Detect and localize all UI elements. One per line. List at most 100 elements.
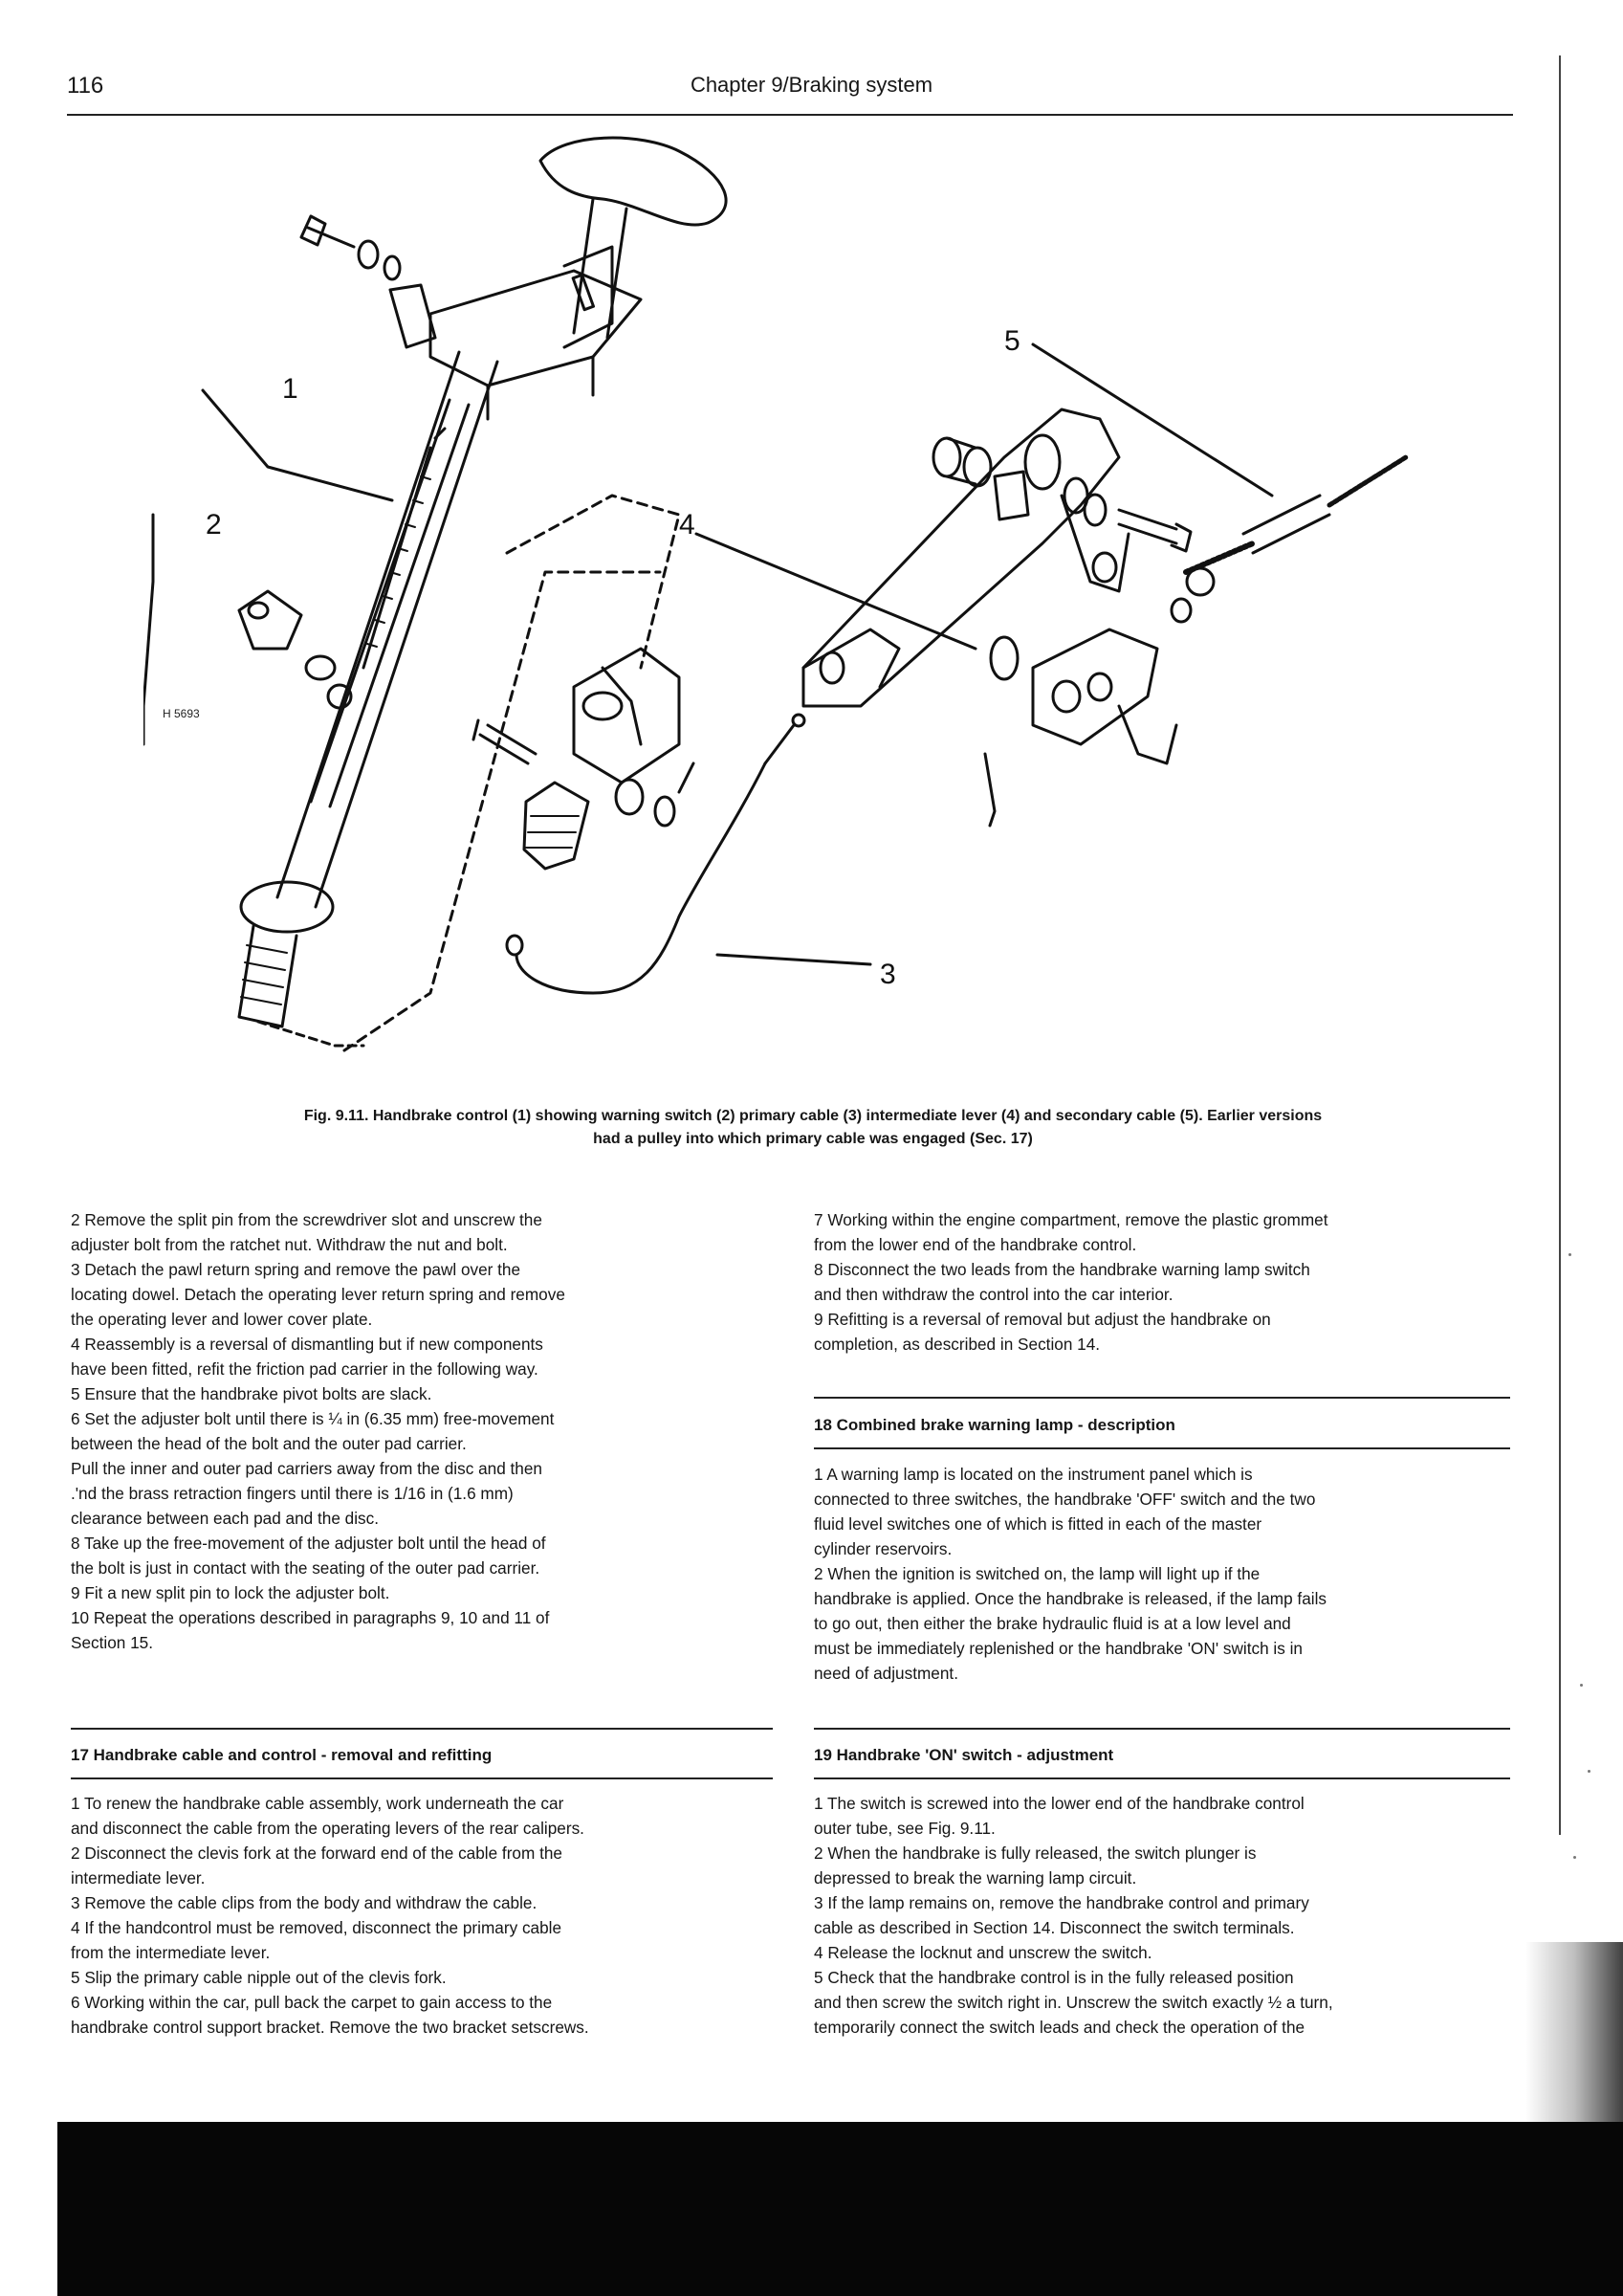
section-19-bottom-rule (814, 1777, 1510, 1779)
section-19-heading: 19 Handbrake 'ON' switch - adjustment (814, 1746, 1114, 1764)
scan-speck (1588, 1770, 1590, 1773)
text-line: handbrake is applied. Once the handbrake… (814, 1589, 1327, 1608)
text-line: 4 If the handcontrol must be removed, di… (71, 1918, 562, 1937)
callout-leader-3 (715, 953, 872, 966)
text-line: and disconnect the cable from the operat… (71, 1819, 584, 1838)
callout-3: 3 (880, 959, 896, 990)
text-line: connected to three switches, the handbra… (814, 1490, 1316, 1509)
text-line: 8 Take up the free-movement of the adjus… (71, 1534, 546, 1553)
text-line: must be immediately replenished or the h… (814, 1639, 1303, 1658)
text-line: between the head of the bolt and the out… (71, 1434, 467, 1453)
ratchet-tube (275, 350, 499, 909)
text-line: 5 Ensure that the handbrake pivot bolts … (71, 1384, 432, 1403)
handle-neck (572, 197, 628, 340)
bracket-side-plate (562, 245, 614, 349)
text-line: intermediate lever. (71, 1868, 206, 1888)
chapter-title: Chapter 9/Braking system (690, 73, 933, 97)
callout-leader-5 (1031, 342, 1274, 497)
lever-washer (1063, 476, 1089, 515)
section-17-heading: 17 Handbrake cable and control - removal… (71, 1746, 493, 1764)
text-line: 5 Check that the handbrake control is in… (814, 1968, 1294, 1987)
page-number: 116 (67, 73, 104, 99)
text-line: and then withdraw the control into the c… (814, 1285, 1173, 1304)
text-line: locating dowel. Detach the operating lev… (71, 1285, 565, 1304)
section-18-body: 1 A warning lamp is located on the instr… (814, 1462, 1512, 1686)
text-line: 7 Working within the engine compartment,… (814, 1210, 1328, 1229)
text-line: have been fitted, refit the friction pad… (71, 1359, 538, 1379)
callout-2: 2 (206, 509, 222, 541)
text-line: from the intermediate lever. (71, 1943, 271, 1962)
text-line: the bolt is just in contact with the sea… (71, 1558, 540, 1578)
text-line: 1 A warning lamp is located on the instr… (814, 1465, 1253, 1484)
text-line: 9 Fit a new split pin to lock the adjust… (71, 1583, 390, 1602)
adjuster-thread (1183, 541, 1256, 575)
bracket-bolt (299, 214, 356, 249)
caption-line-2: had a pulley into which primary cable wa… (593, 1131, 1033, 1147)
clevis-washer (989, 635, 1020, 681)
text-line: 3 If the lamp remains on, remove the han… (814, 1893, 1309, 1912)
section-18-heading: 18 Combined brake warning lamp - descrip… (814, 1416, 1175, 1434)
header-rule (67, 114, 1513, 116)
text-line: Pull the inner and outer pad carriers aw… (71, 1459, 542, 1478)
text-line: outer tube, see Fig. 9.11. (814, 1819, 996, 1838)
lever-yoke (801, 628, 901, 689)
scan-speck (1573, 1856, 1576, 1859)
callout-5: 5 (1004, 325, 1020, 357)
bush-left (932, 436, 962, 478)
scan-speck (1580, 1684, 1583, 1687)
bracket-washer (357, 239, 380, 270)
caption-line-1: Fig. 9.11. Handbrake control (1) showing… (303, 1108, 1323, 1124)
text-line: 6 Set the adjuster bolt until there is ¼… (71, 1409, 555, 1428)
split-pin (983, 752, 997, 828)
section-18-top-rule (814, 1397, 1510, 1399)
scan-speck (1568, 1253, 1571, 1256)
callout-4: 4 (679, 509, 695, 541)
ratchet-teeth (362, 427, 447, 670)
scan-black-band (57, 2122, 1623, 2296)
callout-1: 1 (282, 373, 298, 405)
text-line: 3 Remove the cable clips from the body a… (71, 1893, 537, 1912)
bracket-tab (388, 283, 437, 349)
left-column-continued: 2 Remove the split pin from the screwdri… (71, 1207, 775, 1655)
text-line: from the lower end of the handbrake cont… (814, 1235, 1137, 1254)
threaded-end (237, 924, 298, 1028)
text-line: 10 Repeat the operations described in pa… (71, 1608, 550, 1627)
right-column-continued: 7 Working within the engine compartment,… (814, 1207, 1512, 1357)
text-line: Section 15. (71, 1633, 153, 1652)
pivot-bolt (1117, 508, 1193, 553)
bush-dotted (993, 470, 1030, 521)
text-line: cylinder reservoirs. (814, 1539, 953, 1558)
lever-knob (522, 781, 590, 871)
text-line: 3 Detach the pawl return spring and remo… (71, 1260, 521, 1279)
secondary-adjuster (1241, 494, 1331, 555)
text-line: fluid level switches one of which is fit… (814, 1514, 1262, 1534)
switch-locknut (304, 654, 337, 681)
secondary-cable (1327, 454, 1409, 508)
section-18-bottom-rule (814, 1447, 1510, 1449)
clevis-pin-2 (1117, 704, 1178, 765)
text-line: handbrake control support bracket. Remov… (71, 2018, 589, 2037)
pivot-bracket (572, 647, 681, 784)
text-line: 1 To renew the handbrake cable assembly,… (71, 1794, 564, 1813)
text-line: depressed to break the warning lamp circ… (814, 1868, 1137, 1888)
text-line: 8 Disconnect the two leads from the hand… (814, 1260, 1310, 1279)
callout-leader-4 (694, 532, 977, 651)
text-line: clearance between each pad and the disc. (71, 1509, 380, 1528)
figure-caption: Fig. 9.11. Handbrake control (1) showing… (96, 1105, 1530, 1151)
text-line: to go out, then either the brake hydraul… (814, 1614, 1291, 1633)
text-line: 2 Disconnect the clevis fork at the forw… (71, 1843, 562, 1863)
secondary-clevis (1031, 628, 1159, 746)
text-line: the operating lever and lower cover plat… (71, 1310, 373, 1329)
text-line: temporarily connect the switch leads and… (814, 2018, 1305, 2037)
diagram-svg: H 5693 (142, 136, 1409, 1052)
text-line: adjuster bolt from the ratchet nut. With… (71, 1235, 508, 1254)
section-17-top-rule (71, 1728, 773, 1730)
callout-leader-1 (201, 388, 394, 502)
text-line: 2 Remove the split pin from the screwdri… (71, 1210, 542, 1229)
section-17-body: 1 To renew the handbrake cable assembly,… (71, 1791, 775, 2040)
text-line: completion, as described in Section 14. (814, 1335, 1101, 1354)
t-handle-grip (538, 136, 728, 227)
text-line: and then screw the switch right in. Unsc… (814, 1993, 1333, 2012)
intermediate-lever (801, 408, 1121, 708)
text-line: 4 Reassembly is a reversal of dismantlin… (71, 1335, 543, 1354)
